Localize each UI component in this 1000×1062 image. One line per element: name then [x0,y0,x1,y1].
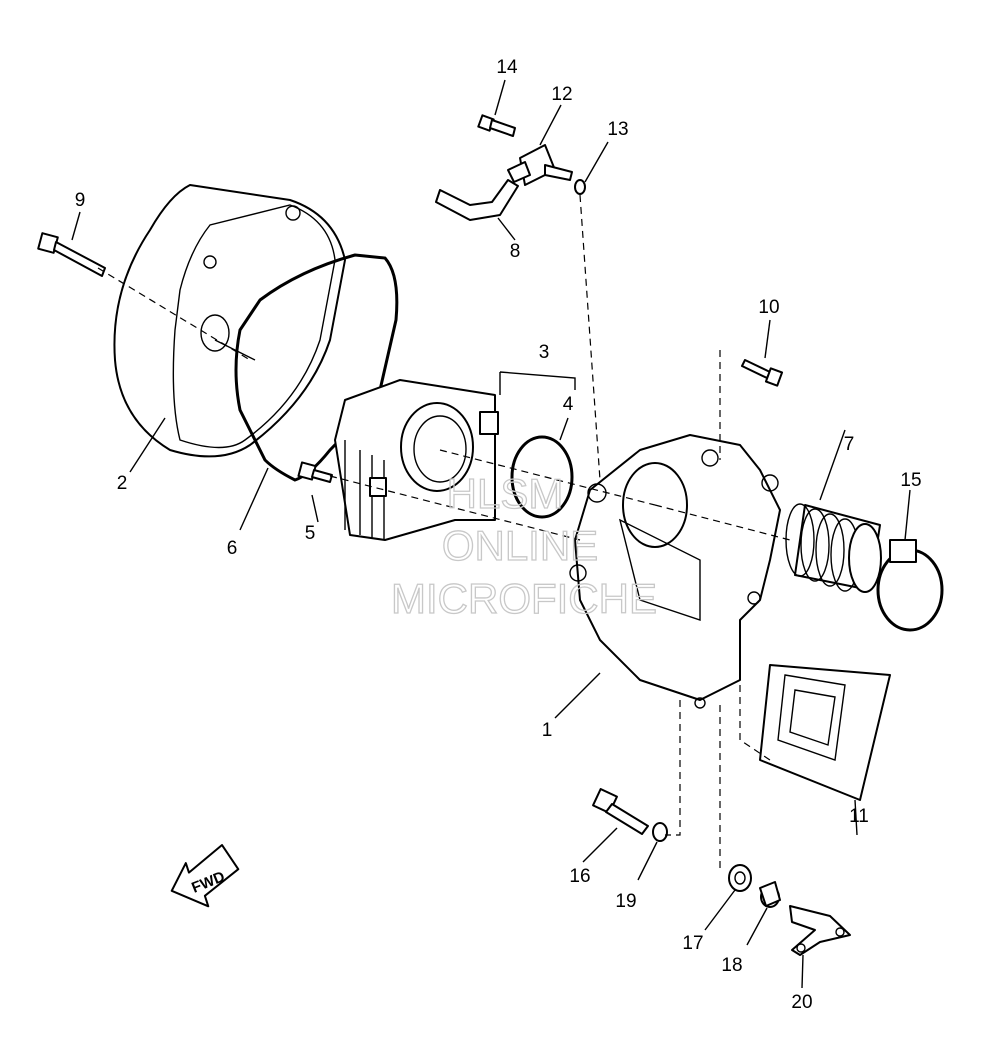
watermark-line-1: HLSM [447,470,564,517]
callout-7: 7 [844,434,855,455]
callout-20: 20 [791,992,812,1013]
callout-2: 2 [117,473,128,494]
callout-11: 11 [849,806,869,827]
callout-9: 9 [75,190,86,211]
callout-17: 17 [682,933,703,954]
part-2-case-cover[interactable] [113,184,346,458]
callout-5: 5 [305,523,316,544]
callout-1: 1 [542,720,553,741]
callout-16: 16 [569,866,590,887]
part-3-element[interactable] [334,379,499,541]
watermark-line-3: MICROFICHE [391,575,657,622]
callout-14: 14 [496,57,518,78]
watermark-line-2: ONLINE [442,522,598,569]
watermark: HLSM ONLINE MICROFICHE [390,469,657,622]
part-8-hose[interactable] [435,179,519,221]
callout-15: 15 [900,470,921,491]
part-16-bolt[interactable] [592,788,649,835]
part-10-screw[interactable] [741,359,784,387]
part-18-collar[interactable] [759,881,781,908]
callout-3: 3 [539,342,550,363]
callout-13: 13 [607,119,628,140]
part-17-grommet[interactable] [728,864,752,892]
part-4-o-ring[interactable] [510,435,574,519]
part-1-case[interactable] [569,434,781,709]
assembly-lines [97,194,791,870]
callout-12: 12 [551,84,572,105]
callout-8: 8 [510,241,521,262]
callout-18: 18 [721,955,742,976]
callout-6: 6 [227,538,238,559]
part-13-o-ring[interactable] [574,179,586,195]
callout-10: 10 [758,297,779,318]
part-19-washer[interactable] [652,822,668,842]
part-15-clamp[interactable] [876,539,944,632]
part-7-joint[interactable] [785,503,882,593]
part-12-fitting[interactable] [507,144,573,186]
leader-lines [71,79,911,989]
callout-labels: 1 2 3 4 5 6 7 8 9 10 11 12 13 14 15 16 1… [75,57,922,1013]
part-9-bolt[interactable] [37,232,106,277]
part-6-gasket[interactable] [234,253,399,482]
callout-4: 4 [563,394,574,415]
part-14-screw[interactable] [477,114,516,137]
part-11-cover[interactable] [759,664,891,801]
callout-19: 19 [615,891,636,912]
fwd-direction-arrow: FWD [170,844,240,908]
part-5-screw[interactable] [297,461,333,483]
part-20-bracket[interactable] [789,905,851,956]
